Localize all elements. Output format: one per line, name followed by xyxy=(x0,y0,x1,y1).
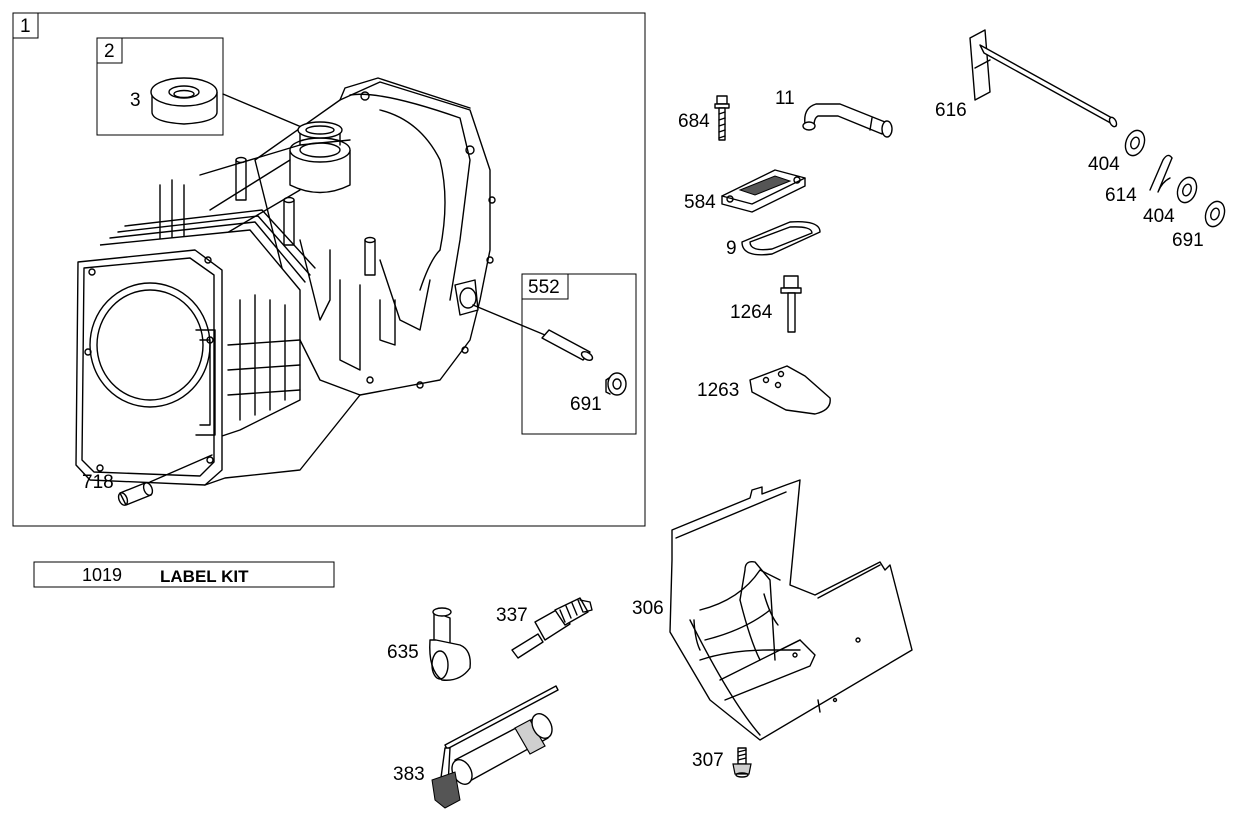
breather-cover-584-part[interactable] xyxy=(721,169,806,213)
callout-3: 3 xyxy=(130,90,141,111)
washer-404a-part[interactable] xyxy=(1122,128,1148,159)
bolt-1264-part[interactable] xyxy=(780,275,802,333)
spark-plug-337-part[interactable] xyxy=(511,597,593,659)
governor-shaft-616-part[interactable] xyxy=(969,29,1118,128)
label-kit-row: 1019 LABEL KIT xyxy=(33,561,335,588)
callout-306: 306 xyxy=(632,598,664,619)
callout-404a: 404 xyxy=(1088,154,1120,175)
hairpin-clip-614-part[interactable] xyxy=(1149,154,1173,193)
callout-1264: 1264 xyxy=(730,302,773,323)
callout-691-outer: 691 xyxy=(1172,230,1204,251)
assembly-box-1: 1 xyxy=(12,12,646,527)
spark-plug-boot-635-part[interactable] xyxy=(429,607,471,681)
seal-691-outer-part[interactable] xyxy=(1202,199,1228,230)
callout-584: 584 xyxy=(684,192,716,213)
plate-1263-part[interactable] xyxy=(749,365,831,415)
spark-plug-wrench-383-part[interactable] xyxy=(431,685,559,809)
sub-box-2: 2 3 xyxy=(96,37,319,136)
dowel-pin-718-part[interactable] xyxy=(117,481,154,506)
label-kit-text: LABEL KIT xyxy=(160,567,249,586)
callout-635: 635 xyxy=(387,642,419,663)
bolt-684-part[interactable] xyxy=(714,95,730,141)
cylinder-shroud-306-part[interactable] xyxy=(669,479,913,741)
cylinder-block-part[interactable] xyxy=(75,77,496,486)
callout-616: 616 xyxy=(935,100,967,121)
callout-9: 9 xyxy=(726,238,737,259)
callout-1263: 1263 xyxy=(697,380,739,401)
screw-307-part[interactable] xyxy=(732,747,752,778)
sub-box-552: 552 691 xyxy=(472,273,637,435)
pin-552-part[interactable] xyxy=(541,329,594,362)
leader-718 xyxy=(149,454,213,483)
seal-691-inner-part[interactable] xyxy=(605,372,627,396)
callout-691-inner: 691 xyxy=(570,394,602,415)
callout-11: 11 xyxy=(775,88,795,109)
oil-seal-part[interactable] xyxy=(150,77,218,125)
callout-614: 614 xyxy=(1105,185,1137,206)
gasket-9-part[interactable] xyxy=(741,221,821,256)
sub-box-552-label: 552 xyxy=(528,277,560,298)
washer-404b-part[interactable] xyxy=(1174,175,1200,206)
callout-307: 307 xyxy=(692,750,724,771)
callout-383: 383 xyxy=(393,764,425,785)
callout-337: 337 xyxy=(496,605,528,626)
label-kit-number: 1019 xyxy=(82,565,122,585)
breather-tube-11-part[interactable] xyxy=(802,103,893,138)
callout-404b: 404 xyxy=(1143,206,1175,227)
callout-684: 684 xyxy=(678,111,710,132)
sub-box-2-label: 2 xyxy=(104,41,115,62)
assembly-box-1-label: 1 xyxy=(20,16,31,37)
callout-718: 718 xyxy=(82,472,114,493)
